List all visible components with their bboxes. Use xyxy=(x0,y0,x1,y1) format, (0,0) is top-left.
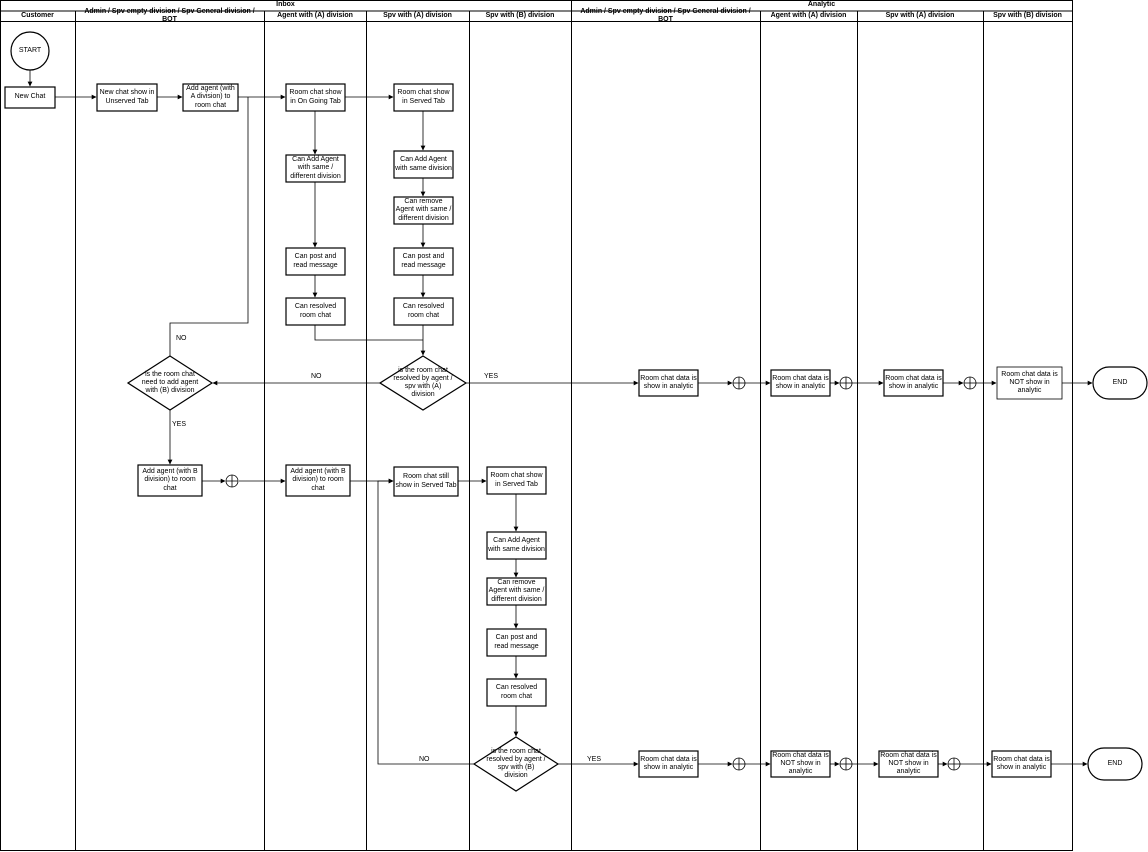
node-shapes xyxy=(4,31,1148,792)
lane-analytic-agent-a-header: Agent with (A) division xyxy=(770,11,847,19)
edge-agentresolve-decisiona xyxy=(314,325,423,341)
an1-admin-label: Room chat data is show in analytic xyxy=(640,374,697,390)
b-can-post-label: Can post and read message xyxy=(494,634,539,650)
edge-decisionb-no-loop xyxy=(169,97,249,356)
end2-label: END xyxy=(1107,759,1123,767)
junction-icon xyxy=(947,757,961,771)
edge-label-yes-mid: YES xyxy=(484,373,499,380)
end1-node xyxy=(1092,366,1148,400)
an2-admin-label: Room chat data is show in analytic xyxy=(640,755,697,771)
decision-resolved-a-label: is the room chat resolved by agent / spv… xyxy=(393,366,453,399)
junction-icon xyxy=(732,757,746,771)
add-agent-a-node xyxy=(182,83,239,112)
agent-can-post-label: Can post and read message xyxy=(293,253,338,269)
lane-analytic-spv-a-header: Spv with (A) division xyxy=(885,11,955,19)
an2-spv-b-node xyxy=(991,750,1052,778)
an2-spv-b-label: Room chat data is show in analytic xyxy=(993,755,1050,771)
an1-spv-b-label: Room chat data is NOT show in analytic xyxy=(1001,370,1058,395)
junction-icon xyxy=(839,376,853,390)
b-can-add-label: Can Add Agent with same division xyxy=(488,537,545,553)
end1-label: END xyxy=(1112,378,1128,386)
lane-analytic-admin-header: Admin / Spv empty division / Spv General… xyxy=(580,7,751,23)
agent-can-add-node xyxy=(285,154,346,183)
ongoing-node xyxy=(285,83,346,112)
connectors xyxy=(27,70,1093,767)
spv-can-post-label: Can post and read message xyxy=(401,253,446,269)
lane-analytic-spv-b-header: Spv with (B) division xyxy=(993,11,1062,19)
an1-spv-a-label: Room chat data is show in analytic xyxy=(885,374,942,390)
an1-admin-node xyxy=(638,369,699,397)
an2-agent-a-label: Room chat data is NOT show in analytic xyxy=(772,751,829,776)
b-served-node xyxy=(486,466,547,495)
b-can-remove-node xyxy=(486,577,547,606)
add-agent-b-admin-label: Add agent (with B division) to room chat xyxy=(142,468,198,492)
add-agent-a-label: Add agent (with A division) to room chat xyxy=(186,85,235,109)
lane-spv-a-header: Spv with (A) division xyxy=(383,11,452,19)
edge-label-no-top: NO xyxy=(176,335,187,342)
spv-can-add-label: Can Add Agent with same division xyxy=(395,156,452,172)
junction-icon xyxy=(963,376,977,390)
spv-can-post-node xyxy=(393,247,454,276)
lane-admin-header: Admin / Spv empty division / Spv General… xyxy=(84,7,255,23)
an2-agent-a-node xyxy=(770,750,831,778)
still-served-label: Room chat still show in Served Tab xyxy=(395,473,457,489)
unserved-node xyxy=(96,83,158,112)
end2-node xyxy=(1087,747,1143,781)
served-label: Room chat show in Served Tab xyxy=(397,89,450,105)
an2-spv-a-node xyxy=(878,750,939,778)
edge-label-no-mid: NO xyxy=(311,373,322,380)
spv-can-resolve-node xyxy=(393,297,454,326)
add-agent-b-agent-node xyxy=(285,464,351,497)
b-can-remove-label: Can remove Agent with same / different d… xyxy=(488,579,545,603)
b-can-post-node xyxy=(486,628,547,657)
decision-need-b-label: is the room chat need to add agent with … xyxy=(141,370,199,395)
agent-can-resolve-label: Can resolved room chat xyxy=(294,303,337,319)
group-analytic-header: Analytic xyxy=(807,1,836,9)
junction-icon xyxy=(225,474,239,488)
spv-can-resolve-label: Can resolved room chat xyxy=(402,303,445,319)
agent-can-resolve-node xyxy=(285,297,346,326)
ongoing-label: Room chat show in On Going Tab xyxy=(289,89,342,105)
unserved-label: New chat show in Unserved Tab xyxy=(99,89,155,105)
decision-resolved-b-node xyxy=(472,736,560,792)
group-inbox-header: Inbox xyxy=(276,1,295,9)
add-agent-b-agent-label: Add agent (with B division) to room chat xyxy=(290,468,346,492)
b-can-resolve-node xyxy=(486,678,547,707)
spv-can-remove-label: Can remove Agent with same / different d… xyxy=(395,198,452,222)
lane-customer-header: Customer xyxy=(21,11,54,19)
edge-decisionb2-no xyxy=(377,478,474,765)
new-chat-node xyxy=(4,86,56,109)
add-agent-b-admin-node xyxy=(137,464,203,497)
spv-can-add-node xyxy=(393,150,454,179)
b-can-add-node xyxy=(486,531,547,560)
lane-agent-a-header: Agent with (A) division xyxy=(277,11,353,19)
agent-can-add-label: Can Add Agent with same / different divi… xyxy=(290,156,341,180)
an1-spv-b-node xyxy=(996,366,1063,400)
still-served-node xyxy=(393,466,459,497)
spv-can-remove-node xyxy=(393,196,454,225)
served-node xyxy=(393,83,454,112)
junction-icon xyxy=(732,376,746,390)
agent-can-post-node xyxy=(285,247,346,276)
lane-spv-b-header: Spv with (B) division xyxy=(485,11,555,19)
edge-label-yes-b: YES xyxy=(587,756,602,763)
new-chat-label: New Chat xyxy=(14,93,46,101)
b-served-label: Room chat show in Served Tab xyxy=(490,472,543,488)
decision-resolved-a-node xyxy=(378,355,468,411)
junction-icon xyxy=(839,757,853,771)
decision-resolved-b-label: is the room chat resolved by agent / spv… xyxy=(486,747,546,780)
an1-agent-a-node xyxy=(770,369,831,397)
edge-label-no-b: NO xyxy=(419,756,430,763)
start-label: START xyxy=(18,46,42,54)
edge-label-yes-down: YES xyxy=(172,421,187,428)
junction-symbols xyxy=(225,376,977,771)
an1-agent-a-label: Room chat data is show in analytic xyxy=(772,374,829,390)
b-can-resolve-label: Can resolved room chat xyxy=(495,684,538,700)
an1-spv-a-node xyxy=(883,369,944,397)
an2-spv-a-label: Room chat data is NOT show in analytic xyxy=(880,751,937,776)
swimlane-frame xyxy=(0,0,1073,851)
